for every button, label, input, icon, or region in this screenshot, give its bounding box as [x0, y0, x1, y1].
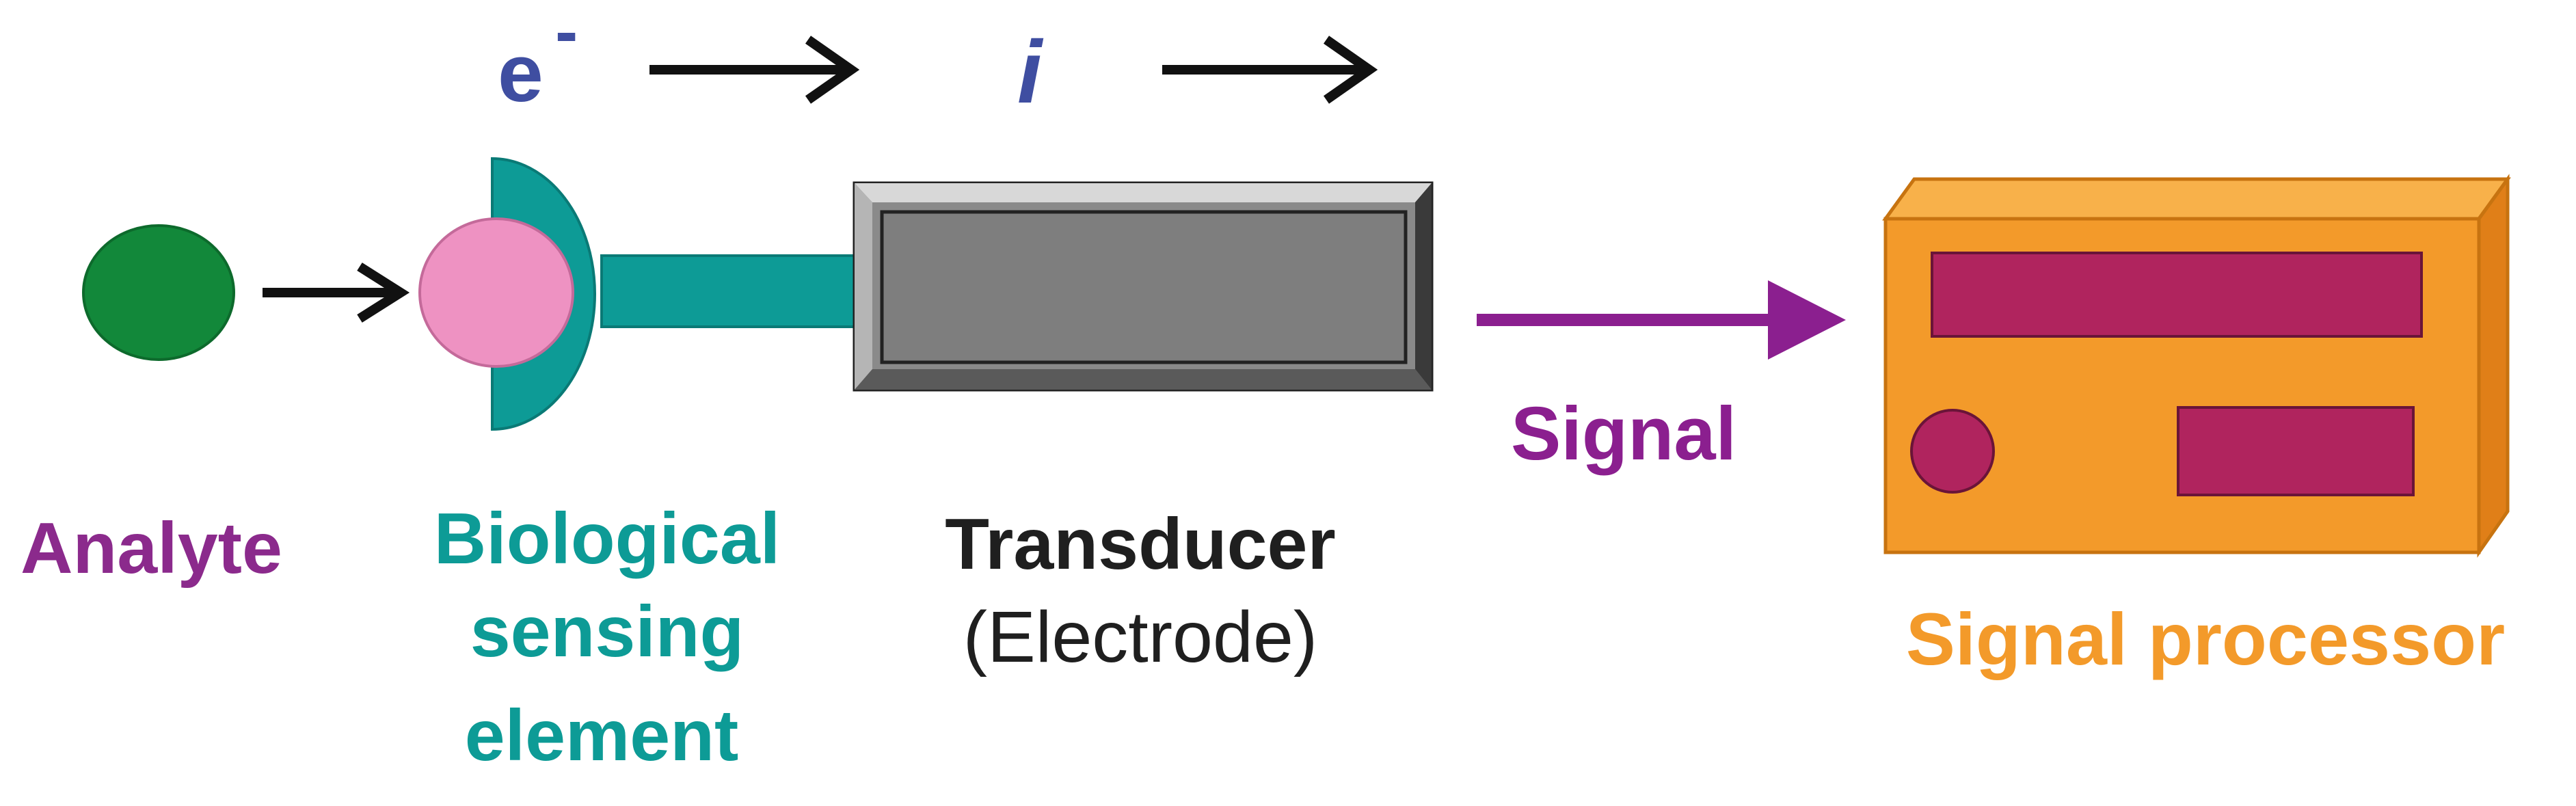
binding-arrow	[263, 263, 410, 323]
bio-label-line3: element	[465, 695, 739, 776]
electron-symbol: e	[498, 27, 544, 119]
electrode-label: (Electrode)	[963, 597, 1317, 677]
display-top	[1931, 252, 2423, 338]
current-symbol: i	[1017, 22, 1044, 122]
display-bottom	[2177, 406, 2415, 496]
knob-icon	[1910, 409, 1995, 494]
analyte-label: Analyte	[21, 508, 282, 589]
receptor-icon	[418, 157, 863, 431]
transducer-icon	[853, 181, 1434, 392]
transducer-label: Transducer	[945, 504, 1335, 585]
electron-flow-arrow	[649, 36, 860, 104]
signal-processor-label: Signal processor	[1906, 597, 2505, 680]
target-icon	[418, 217, 574, 368]
signal-label: Signal	[1511, 392, 1736, 476]
electron-charge: -	[555, 0, 578, 70]
current-flow-arrow	[1162, 36, 1378, 104]
signal-arrow	[1477, 280, 1846, 360]
processor-icon	[1882, 174, 2511, 558]
analyte-icon	[82, 224, 235, 361]
bio-label-line1: Biological	[434, 498, 781, 579]
bio-label-line2: sensing	[470, 591, 744, 672]
